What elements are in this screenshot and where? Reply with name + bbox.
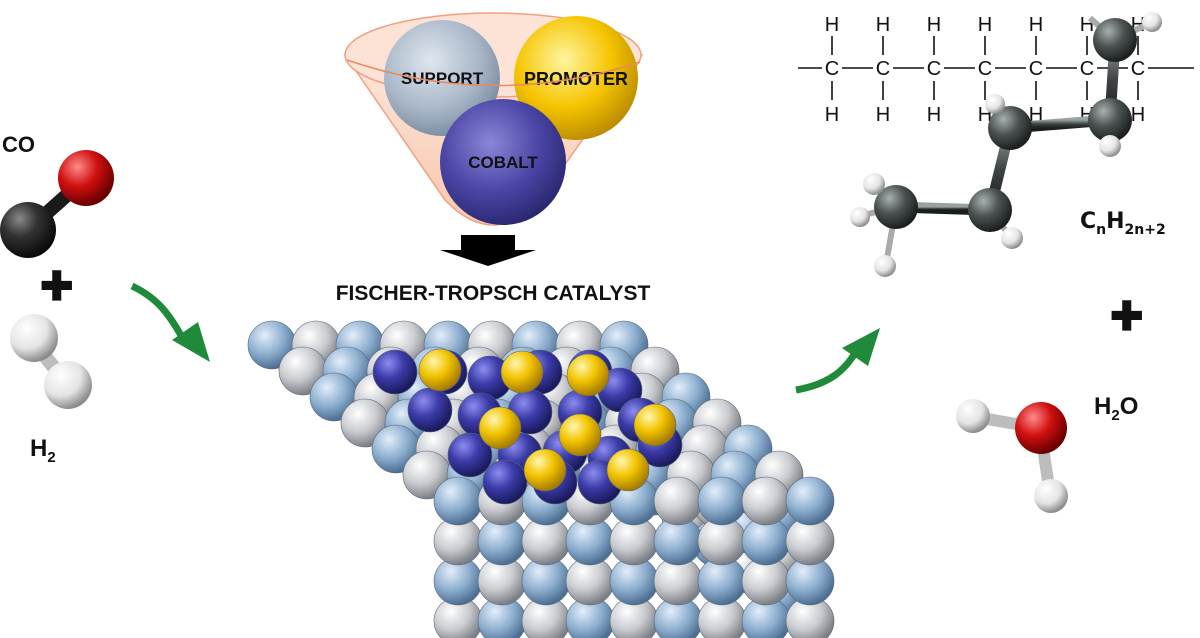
promoter-atom [478,406,522,450]
catalyst-title: FISCHER-TROPSCH CATALYST [336,282,651,305]
hydrogen-symbol: H [825,104,839,126]
reactants-group: CO ✚ H2 [0,132,114,466]
hydrogen-symbol: H [1029,14,1043,36]
promoter-atom [558,413,602,457]
support-atom [433,476,483,526]
hydrogen-symbol: H [825,14,839,36]
cobalt-atom [482,459,528,505]
promoter-atom [633,403,677,447]
reaction-arrow-left-icon [130,282,210,362]
support-label: SUPPORT [401,69,484,88]
support-atom [653,476,703,526]
cobalt-atom [447,432,493,478]
down-arrow-icon [440,235,536,266]
carbon-symbol: C [978,58,992,80]
carbon-symbol: C [825,58,839,80]
support-atom [741,476,791,526]
promoter-atom [566,353,610,397]
cobalt-atom [372,349,418,395]
catalyst-components-funnel: SUPPORT PROMOTER COBALT [343,12,644,226]
promoter-atom [500,350,544,394]
catalyst-surface [247,320,835,638]
support-atom [697,476,747,526]
cobalt-sphere: COBALT [440,99,566,225]
promoter-atom [418,348,462,392]
water-molecule-icon [956,399,1068,513]
hydrogen-symbol: H [927,104,941,126]
carbon-symbol: C [1131,58,1145,80]
alkane-ball-stick-icon [850,12,1162,277]
support-atom [785,476,835,526]
promoter-atom [606,448,650,492]
hydrogen-symbol: H [876,104,890,126]
plus-sign-right: ✚ [1110,295,1144,339]
carbon-symbol: C [1080,58,1094,80]
h2-molecule-icon [10,314,92,409]
h2-label: H2 [30,435,56,466]
cobalt-atom [407,387,453,433]
promoter-atom [523,448,567,492]
reaction-arrow-right-icon [795,328,880,394]
carbon-symbol: C [876,58,890,80]
support-sphere: SUPPORT [384,20,500,136]
water-formula: H2O [1094,393,1138,424]
cobalt-label: COBALT [468,153,538,172]
co-molecule-icon [0,150,114,258]
carbon-symbol: C [1029,58,1043,80]
hydrogen-symbol: H [1131,104,1145,126]
hydrogen-symbol: H [927,14,941,36]
co-label: CO [2,132,35,157]
hydrogen-symbol: H [876,14,890,36]
carbon-symbol: C [927,58,941,80]
plus-sign-left: ✚ [40,265,74,309]
alkane-formula: CnH2n+2 [1080,209,1166,238]
hydrogen-symbol: H [978,14,992,36]
